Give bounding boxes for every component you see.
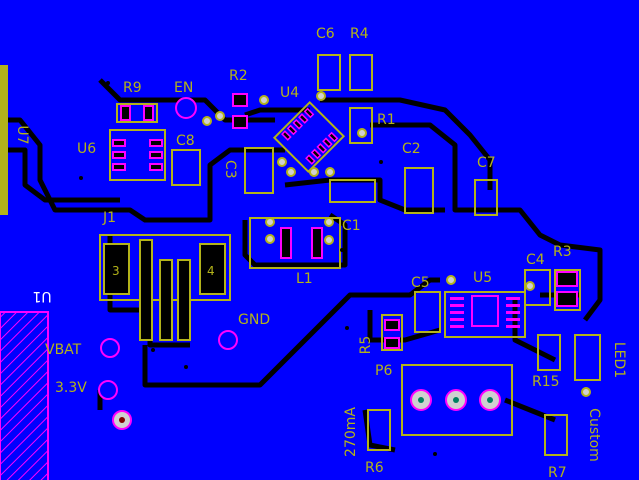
vbat-testpoint[interactable] <box>100 338 120 358</box>
u4-pads <box>281 107 339 165</box>
r1-footprint[interactable] <box>349 107 373 144</box>
u1-label: U1 <box>32 288 51 304</box>
c3-footprint[interactable] <box>244 147 274 194</box>
c2-label: C2 <box>402 141 421 157</box>
en-label: EN <box>174 80 193 96</box>
r2-label: R2 <box>229 68 248 84</box>
diode-footprint[interactable] <box>329 179 376 203</box>
vbat-label: VBAT <box>45 342 82 358</box>
l1-footprint[interactable] <box>249 217 341 269</box>
v33-pad-hole <box>119 417 125 423</box>
j1-pin-3: 3 <box>112 264 120 278</box>
r7-label: R7 <box>548 465 567 480</box>
u7-module-edge <box>0 65 8 215</box>
c7-footprint[interactable] <box>474 179 498 216</box>
r1-label: R1 <box>377 112 396 128</box>
u4-footprint[interactable] <box>272 100 346 174</box>
c7-label: C7 <box>477 155 496 171</box>
u6-footprint[interactable] <box>109 129 166 181</box>
u7-label: U7 <box>14 125 30 144</box>
c1-label: C1 <box>342 218 361 234</box>
r3-label: R3 <box>553 244 572 260</box>
u6-label: U6 <box>77 141 96 157</box>
j1-pads <box>103 239 226 341</box>
r4-label: R4 <box>350 26 369 42</box>
r5-label: R5 <box>358 336 374 355</box>
v33-testpoint[interactable] <box>98 380 118 400</box>
c5-footprint[interactable] <box>414 291 441 333</box>
u5-footprint[interactable] <box>444 291 526 338</box>
u4-label: U4 <box>280 85 299 101</box>
smd-pads <box>112 93 578 349</box>
r6-footprint[interactable] <box>367 409 391 451</box>
j1-pin-4: 4 <box>207 264 215 278</box>
p6-label: P6 <box>375 363 392 379</box>
u5-label: U5 <box>473 270 492 286</box>
testpoints[interactable] <box>98 97 238 430</box>
ma270-label: 270mA <box>343 407 359 457</box>
u1-footprint[interactable] <box>0 311 49 480</box>
r6-label: R6 <box>365 460 384 476</box>
r15-footprint[interactable] <box>537 334 561 371</box>
p6-footprint[interactable] <box>401 364 513 436</box>
c8-footprint[interactable] <box>171 149 201 186</box>
vias <box>202 91 591 397</box>
r5-footprint[interactable] <box>381 314 403 351</box>
gnd-testpoint[interactable] <box>218 330 238 350</box>
custom-label: Custom <box>586 408 602 462</box>
c4-label: C4 <box>526 252 545 268</box>
u5-pads <box>450 295 520 328</box>
small-vias <box>79 81 437 456</box>
p6-pins[interactable] <box>410 389 501 411</box>
gnd-label: GND <box>238 312 270 328</box>
led1-label: LED1 <box>611 342 627 378</box>
r3-footprint[interactable] <box>554 269 581 311</box>
r9-label: R9 <box>123 80 142 96</box>
r15-label: R15 <box>532 374 560 390</box>
c4-footprint[interactable] <box>524 269 551 306</box>
c8-label: C8 <box>176 133 195 149</box>
c2-footprint[interactable] <box>404 167 434 214</box>
j1-label: J1 <box>102 210 116 226</box>
led1-footprint[interactable] <box>574 334 601 381</box>
r9-footprint[interactable] <box>116 103 158 123</box>
c6-footprint[interactable] <box>317 54 341 91</box>
r4-footprint[interactable] <box>349 54 373 91</box>
en-testpoint[interactable] <box>175 97 197 119</box>
r7-footprint[interactable] <box>544 414 568 456</box>
c6-label: C6 <box>316 26 335 42</box>
c5-label: C5 <box>411 275 430 291</box>
v33-label: 3.3V <box>55 380 87 396</box>
l1-label: L1 <box>296 271 313 287</box>
c3-label: C3 <box>222 160 238 179</box>
